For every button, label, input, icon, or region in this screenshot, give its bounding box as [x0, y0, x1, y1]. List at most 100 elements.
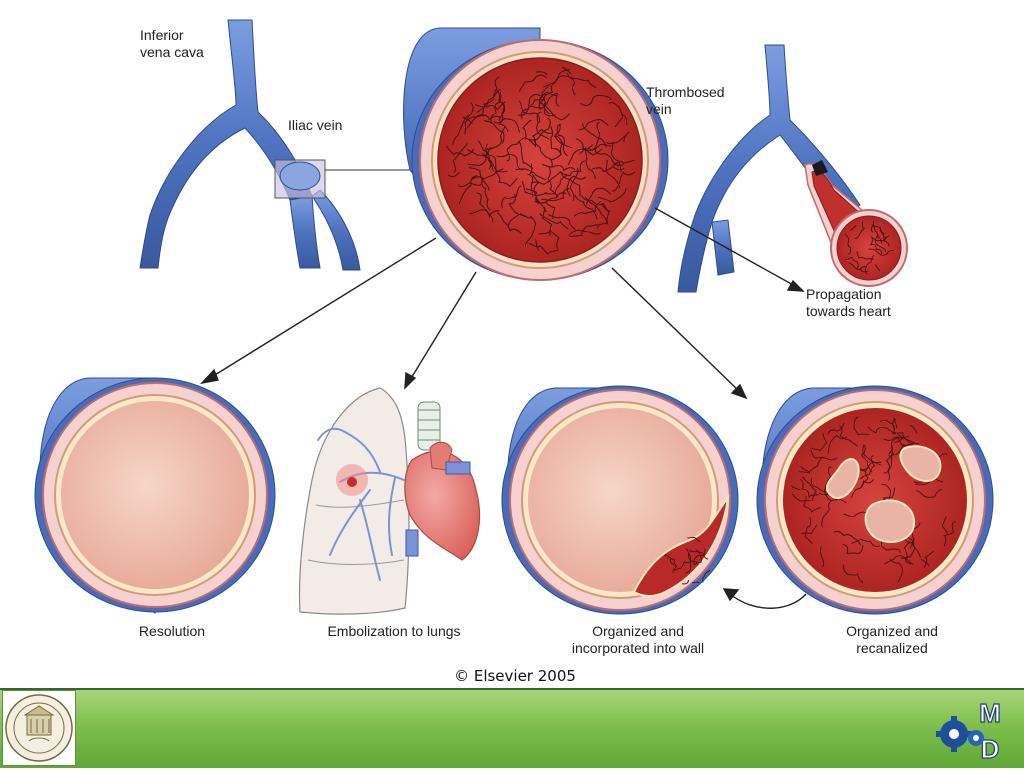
fibrin-strand	[481, 177, 491, 211]
fibrin-strand	[573, 200, 602, 217]
fibrin-strand	[518, 100, 541, 123]
fibrin-strand	[879, 227, 890, 247]
lungs-heart-illustration	[298, 387, 481, 615]
fibrin-strand	[568, 229, 601, 236]
fibrin-strand	[611, 171, 635, 192]
recanalized-vein	[756, 385, 994, 615]
fibrin-strand	[594, 148, 624, 167]
label-organized-wall-line1: Organized and	[592, 623, 684, 639]
fibrin-strand	[547, 166, 559, 198]
fibrin-strand	[538, 81, 556, 111]
fibrin-strand	[685, 548, 699, 566]
fibrin-strand	[689, 549, 709, 560]
fibrin-strand	[827, 434, 847, 454]
logo-letter-m: M	[979, 698, 1001, 728]
label-organized-wall-line2: incorporated into wall	[572, 640, 704, 656]
fibrin-strand	[582, 123, 607, 148]
fibrin-strand	[496, 153, 524, 171]
fibrin-strand	[476, 88, 501, 113]
fibrin-strand	[685, 553, 692, 574]
fibrin-strand	[515, 168, 547, 181]
fibrin-strand	[493, 118, 520, 133]
fibrin-strand	[587, 122, 601, 151]
fibrin-strand	[843, 564, 864, 584]
fibrin-strand	[800, 524, 818, 535]
fibrin-strand	[543, 69, 571, 88]
fibrin-strand	[517, 93, 541, 116]
fibrin-strand	[570, 167, 579, 201]
fibrin-strand	[884, 555, 912, 565]
fibrin-strand	[839, 425, 858, 447]
fibrin-strand	[531, 128, 553, 148]
fibrin-strand	[478, 140, 494, 171]
fibrin-strand	[903, 541, 915, 565]
fibrin-strand	[539, 213, 569, 230]
fibrin-strand	[531, 92, 559, 109]
fibrin-strand	[869, 237, 883, 255]
fibrin-strand	[538, 230, 560, 250]
fibrin-strand	[534, 192, 567, 204]
fibrin-strand	[464, 102, 474, 135]
propagation-vein-illustration	[677, 44, 908, 293]
fibrin-strand	[550, 126, 562, 155]
fibrin-strand	[452, 115, 469, 146]
fibrin-strand	[800, 479, 820, 499]
label-resolution: Resolution	[139, 623, 205, 639]
fibrin-strand	[871, 224, 883, 244]
fibrin-strand	[570, 224, 599, 237]
label-ivc-line1: Inferior	[140, 27, 184, 43]
fibrin-strand	[497, 212, 522, 234]
copyright-notice: © Elsevier 2005	[454, 667, 576, 685]
fibrin-strand	[579, 143, 612, 155]
fibrin-strand	[539, 93, 556, 117]
fibrin-strand	[518, 74, 547, 92]
fibrin-strand	[800, 456, 824, 473]
trachea	[417, 401, 441, 451]
fibrin-strand	[580, 94, 612, 106]
fibrin-strand	[518, 141, 534, 170]
fibrin-strand	[538, 91, 560, 107]
fibrin-strand	[864, 254, 874, 275]
label-thrombosed-line1: Thrombosed	[646, 84, 725, 100]
fibrin-strand	[868, 248, 889, 256]
fibrin-strand	[844, 256, 859, 270]
gear-icon	[936, 716, 972, 752]
fibrin-strand	[484, 120, 505, 144]
fibrin-strand	[612, 159, 635, 166]
fibrin-strand	[850, 225, 857, 231]
label-iliac-vein: Iliac vein	[288, 117, 342, 133]
fibrin-strand	[862, 444, 882, 466]
mod-gears-logo-icon: M D	[936, 697, 1001, 765]
fibrin-strand	[508, 213, 532, 231]
label-thrombosed-line2: vein	[646, 101, 672, 117]
thrombosed-vein-cross-section	[403, 27, 669, 281]
fibrin-strand	[561, 172, 581, 197]
fibrin-strand	[597, 202, 610, 229]
fibrin-strand	[585, 187, 611, 205]
organized-wall-vein	[501, 385, 739, 615]
label-propagation-line2: towards heart	[806, 303, 891, 319]
fibrin-strand	[844, 233, 852, 255]
fibrin-strand	[452, 143, 468, 173]
fibrin-strand	[909, 425, 918, 434]
fibrin-strand	[673, 561, 692, 571]
fibrin-strand	[848, 262, 869, 273]
fibrin-strand	[621, 114, 628, 126]
fibrin-strand	[591, 165, 625, 172]
fibrin-strand	[524, 215, 536, 247]
fibrin-strand	[476, 192, 494, 223]
fibrin-strand	[623, 131, 630, 143]
fibrin-strand	[520, 98, 546, 119]
fibrin-strand	[893, 417, 898, 429]
fibrin-strand	[469, 209, 500, 219]
fibrin-strand	[574, 194, 598, 220]
fibrin-strand	[506, 137, 526, 162]
fibrin-strand	[597, 188, 627, 203]
fibrin-strand	[702, 569, 711, 583]
fibrin-strand	[544, 174, 568, 195]
label-organized-recanal-line2: recanalized	[856, 640, 928, 656]
fibrin-strand	[885, 452, 894, 481]
fibrin-strand	[448, 171, 460, 178]
fibrin-strand	[555, 75, 576, 96]
